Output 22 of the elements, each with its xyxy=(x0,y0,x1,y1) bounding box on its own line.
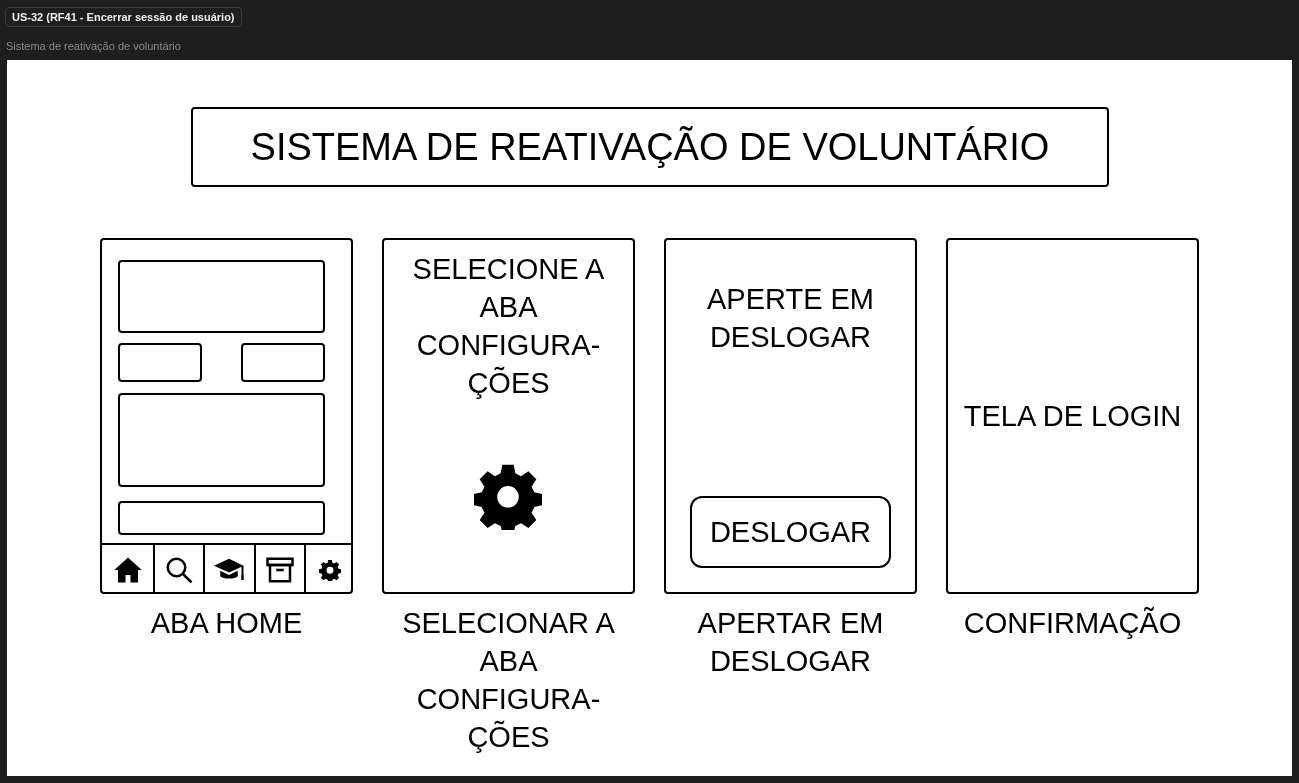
heading: SISTEMA DE REATIVAÇÃO DE VOLUNTÁRIO xyxy=(249,125,1051,169)
title-box xyxy=(191,107,1109,187)
phone-screen xyxy=(100,238,353,594)
screen-caption: APERTAR EM DESLOGAR xyxy=(696,606,885,679)
screen-text: TELA DE LOGIN xyxy=(962,399,1183,434)
placeholder-box xyxy=(118,393,325,487)
screen-text: APERTE EM DESLOGAR xyxy=(705,282,876,355)
screen-caption: SELECIONAR A ABA CONFIGURA- ÇÕES xyxy=(401,606,616,755)
button-label: DESLOGAR xyxy=(708,515,873,550)
placeholder-box xyxy=(241,343,325,382)
subtitle: Sistema de reativação de voluntário xyxy=(6,40,181,52)
placeholder-box xyxy=(118,260,325,333)
screen-caption: CONFIRMAÇÃO xyxy=(962,605,1183,641)
placeholder-box xyxy=(118,501,325,535)
placeholder-box xyxy=(118,343,202,382)
screen-text: SELECIONE A ABA CONFIGURA- ÇÕES xyxy=(411,252,606,401)
phone-screen xyxy=(664,238,917,594)
screen-caption: ABA HOME xyxy=(149,606,304,641)
header-tab: US-32 (RF41 - Encerrar sessão de usuário) xyxy=(5,7,242,27)
phone-screen xyxy=(382,238,635,594)
logout-button xyxy=(690,496,891,568)
phone-screen xyxy=(946,238,1199,594)
